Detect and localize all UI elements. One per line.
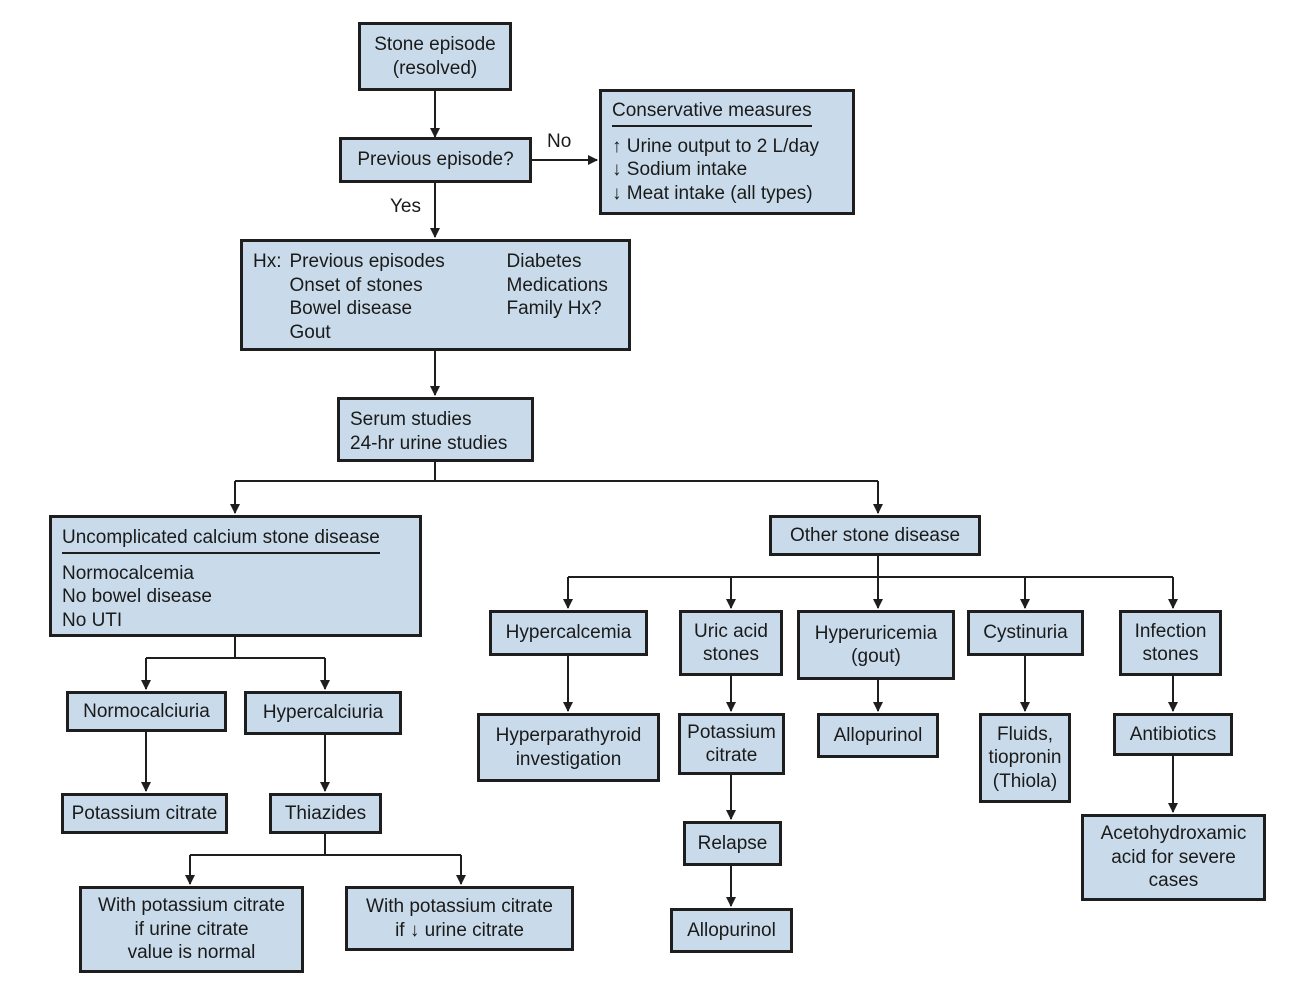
node-stone-episode: Stone episode (resolved): [358, 22, 512, 91]
node-hypercalciuria: Hypercalciuria: [244, 691, 402, 735]
node-conservative-measures: Conservative measures ↑ Urine output to …: [599, 89, 855, 215]
node-other-stone: Other stone disease: [769, 515, 981, 556]
node-potassium-citrate-1: Potassium citrate: [61, 793, 228, 834]
node-studies: Serum studies 24-hr urine studies: [337, 397, 534, 462]
node-fluids-tiopronin: Fluids, tiopronin (Thiola): [979, 713, 1071, 803]
node-potassium-citrate-2: Potassium citrate: [678, 713, 785, 775]
node-hyperparathyroid: Hyperparathyroid investigation: [477, 713, 660, 782]
node-hypercalcemia: Hypercalcemia: [489, 610, 648, 656]
node-hyperuricemia: Hyperuricemia (gout): [797, 610, 955, 680]
node-thiazides: Thiazides: [269, 793, 382, 834]
node-antibiotics: Antibiotics: [1113, 713, 1233, 756]
node-infection-stones: Infection stones: [1119, 610, 1222, 676]
node-previous-episode: Previous episode?: [339, 137, 532, 183]
node-kcit-low: With potassium citrate if ↓ urine citrat…: [345, 886, 574, 951]
edge-label-no: No: [547, 131, 572, 152]
node-history: Hx: Previous episodes Onset of stones Bo…: [240, 239, 631, 351]
node-kcit-normal: With potassium citrate if urine citrate …: [79, 886, 304, 973]
node-normocalciuria: Normocalciuria: [66, 691, 227, 732]
node-uric-acid: Uric acid stones: [679, 610, 783, 676]
edge-label-yes: Yes: [390, 196, 421, 217]
node-relapse: Relapse: [683, 821, 782, 866]
node-uncomplicated-calcium: Uncomplicated calcium stone disease Norm…: [49, 515, 422, 637]
history-prefix: Hx:: [253, 251, 282, 272]
node-cystinuria: Cystinuria: [967, 610, 1084, 656]
node-acetohydroxamic: Acetohydroxamic acid for severe cases: [1081, 814, 1266, 901]
node-allopurinol-2: Allopurinol: [817, 713, 939, 758]
node-allopurinol-1: Allopurinol: [670, 908, 793, 953]
